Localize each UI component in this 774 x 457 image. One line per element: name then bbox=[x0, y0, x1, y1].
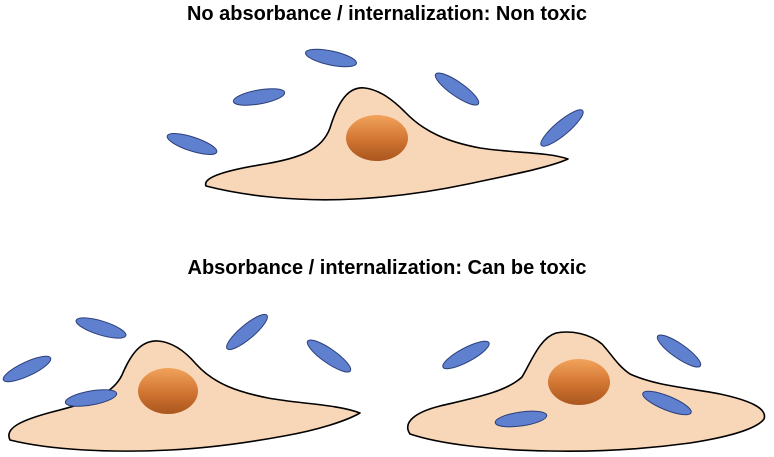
panel-non-toxic bbox=[166, 48, 584, 201]
nanoparticle bbox=[2, 355, 52, 383]
particles-top bbox=[166, 48, 584, 155]
nanoparticle bbox=[305, 48, 357, 68]
nanoparticle bbox=[232, 88, 286, 106]
nanoparticle bbox=[306, 339, 352, 373]
nucleus-top bbox=[346, 115, 408, 161]
nanoparticle bbox=[540, 109, 584, 147]
nanoparticle bbox=[434, 72, 480, 106]
nanoparticle bbox=[442, 340, 490, 370]
caption-can-be-toxic: Absorbance / internalization: Can be tox… bbox=[188, 257, 587, 279]
nanoparticle bbox=[166, 133, 218, 155]
nanoparticle-internalized bbox=[642, 390, 692, 416]
nanoparticle bbox=[656, 334, 702, 368]
nanoparticle-internalized bbox=[494, 410, 548, 428]
nanoparticle bbox=[226, 313, 268, 351]
particles-bottom bbox=[2, 313, 702, 428]
nucleus-bottom-right bbox=[548, 359, 610, 405]
caption-non-toxic: No absorbance / internalization: Non tox… bbox=[187, 3, 587, 25]
nucleus-bottom-left bbox=[138, 368, 198, 414]
panel-can-be-toxic bbox=[2, 313, 766, 452]
nanoparticle-internalized bbox=[64, 389, 118, 407]
nanoparticle bbox=[75, 317, 127, 339]
